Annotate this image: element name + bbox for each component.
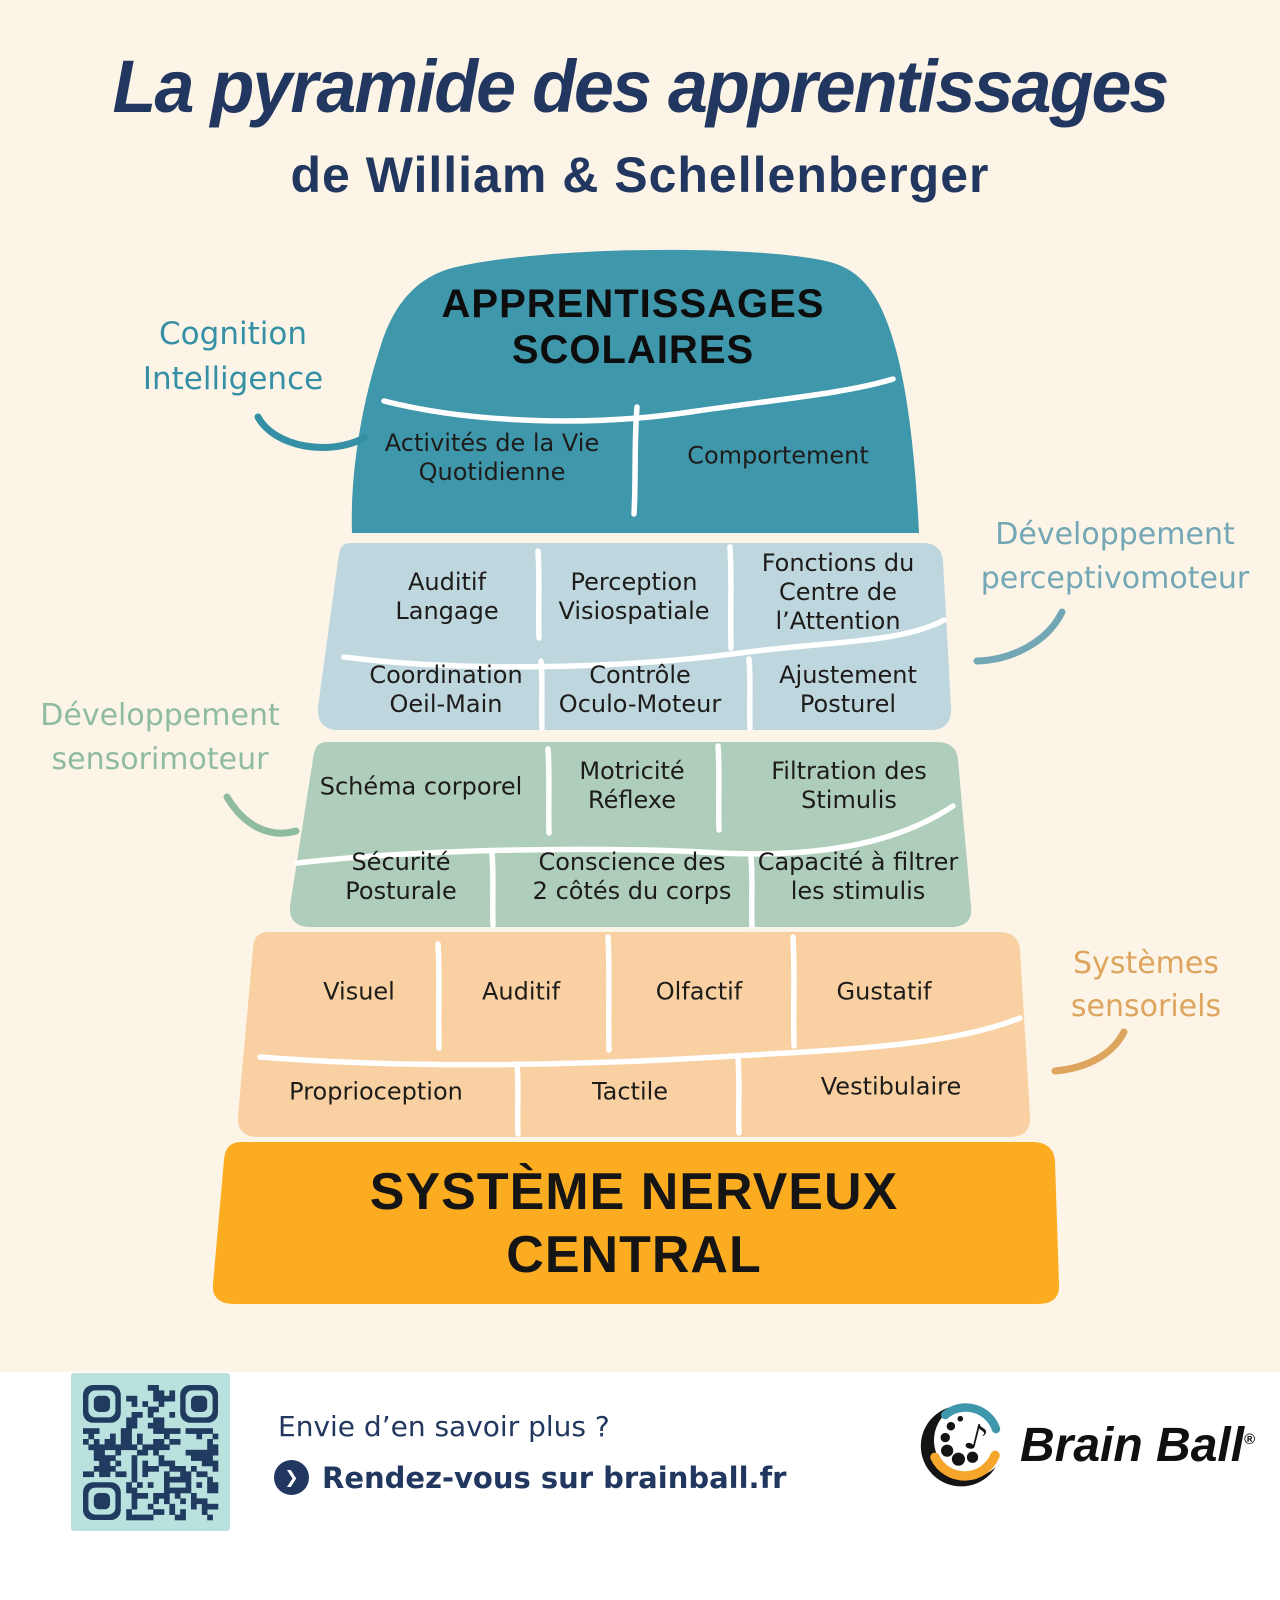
pyramid-cell-schema-corporel: Schéma corporel: [319, 772, 523, 801]
level-4-divider-r2b: [735, 1055, 742, 1136]
pyramid-cell-gustatif: Gustatif: [836, 977, 932, 1006]
pyramid-cell-activites-vie-quotidienne: Activités de la Vie Quotidienne: [384, 429, 600, 486]
footer-question: Envie d’en savoir plus ?: [278, 1410, 610, 1443]
level-1-block: [351, 249, 919, 533]
level-3-block: [289, 742, 972, 927]
level-3-divider-r2a: [489, 850, 496, 928]
pyramid-cell-olfactif: Olfactif: [655, 977, 743, 1006]
level-4-block: [237, 932, 1031, 1137]
brainball-logo-icon: ♪: [920, 1403, 1008, 1487]
level-4-divider-r1b: [605, 934, 612, 1053]
pyramid-cell-perception-visiospatiale: Perception Visiospatiale: [558, 568, 710, 625]
level-5-block: [212, 1142, 1060, 1304]
pyramid-cell-capacite-filtrer: Capacité à filtrer les stimulis: [757, 848, 959, 905]
page-subtitle: de William & Schellenberger: [290, 147, 990, 203]
level-3-divider-r1a: [545, 746, 552, 836]
level-3-wave-divider: [294, 803, 956, 866]
pyramid-cell-conscience-2-cotes: Conscience des 2 côtés du corps: [532, 848, 732, 905]
page-title: La pyramide des apprentissages: [112, 45, 1170, 128]
footer-link-brainball[interactable]: Rendez-vous sur brainball.fr: [322, 1461, 787, 1495]
pyramid-cell-ajustement-posturel: Ajustement Posturel: [779, 661, 917, 718]
pyramid-cell-comportement: Comportement: [687, 441, 869, 470]
level-4-divider-r1a: [435, 941, 442, 1051]
pyramid-cell-tactile: Tactile: [591, 1077, 669, 1106]
level-2-divider-r1a: [535, 548, 542, 641]
pyramid-cell-auditif-langage: Auditif Langage: [395, 568, 499, 625]
pyramid-cell-controle-oculo-moteur: Contrôle Oculo-Moteur: [558, 661, 722, 718]
pyramid-cell-proprioception: Proprioception: [289, 1077, 463, 1106]
level-2-divider-r1b: [727, 544, 734, 651]
brainball-wordmark: Brain Ball®: [1020, 1418, 1255, 1473]
pyramid-cell-vestibulaire: Vestibulaire: [820, 1072, 962, 1101]
pyramid-cell-securite-posturale: Sécurité Posturale: [345, 848, 457, 905]
registered-mark: ®: [1244, 1431, 1256, 1448]
level-2-divider-r2b: [746, 656, 753, 731]
side-label-systemes-sensoriels: Systèmes sensoriels: [1070, 946, 1222, 1024]
pyramid-cell-filtration-stimulis: Filtration des Stimulis: [771, 757, 927, 814]
level-2-divider-r2a: [538, 658, 545, 731]
level-4-divider-r1c: [790, 934, 797, 1049]
level-2-wave-divider: [341, 617, 947, 670]
level-5-header: SYSTÈME NERVEUX CENTRAL: [369, 1163, 899, 1284]
side-label-perceptivomoteur: Développement perceptivomoteur: [980, 517, 1250, 596]
pyramid-cell-fonctions-attention: Fonctions du Centre de l’Attention: [761, 548, 915, 635]
sensoriels-pointer-curve: [1051, 1028, 1128, 1075]
level-3-divider-r1b: [715, 743, 722, 833]
level-1-wave-divider: [381, 376, 896, 424]
level-3-divider-r2b: [748, 854, 755, 929]
level-2-block: [317, 543, 952, 730]
sensorimoteur-pointer-curve: [223, 793, 300, 837]
brainball-wordmark-text: Brain Ball: [1020, 1419, 1245, 1472]
chevron-glyph: ❯: [284, 1467, 299, 1488]
level-4-wave-divider: [257, 1015, 1023, 1068]
pyramid-cell-motricite-reflexe: Motricité Réflexe: [579, 757, 685, 814]
chevron-right-icon[interactable]: ❯: [274, 1460, 309, 1495]
qr-code: [71, 1373, 230, 1531]
pyramid-cell-coordination-oeil-main: Coordination Oeil-Main: [369, 661, 523, 718]
side-label-cognition: Cognition Intelligence: [142, 316, 324, 397]
perceptivomoteur-pointer-curve: [973, 608, 1066, 665]
level-1-vertical-divider: [631, 404, 640, 517]
pyramid-cell-auditif: Auditif: [481, 977, 561, 1006]
level-4-divider-r2a: [514, 1061, 521, 1137]
level-1-header: APPRENTISSAGES SCOLAIRES: [441, 282, 825, 372]
cognition-pointer-curve: [254, 413, 368, 451]
pyramid-cell-visuel: Visuel: [323, 977, 395, 1006]
side-label-sensorimoteur: Développement sensorimoteur: [40, 698, 280, 777]
